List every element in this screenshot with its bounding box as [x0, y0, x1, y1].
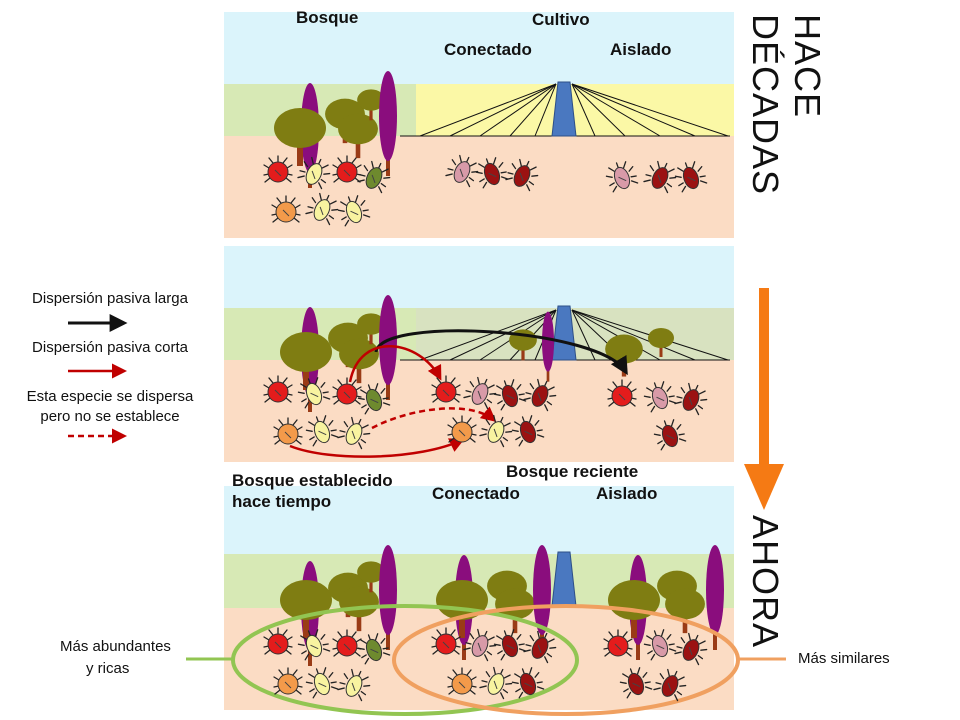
- legend-short-dispersal: Dispersión pasiva corta: [32, 339, 188, 356]
- mite-dark-red: [673, 378, 712, 416]
- mite-yellow: [302, 411, 340, 447]
- mite-dark-red: [508, 411, 546, 447]
- mite-dark-red: [490, 625, 528, 661]
- mite-dark-red: [642, 156, 681, 194]
- panel-present: [224, 486, 734, 710]
- mite-dark-red: [671, 157, 709, 193]
- mite-olive: [354, 379, 392, 415]
- mite-yellow: [302, 663, 340, 699]
- mite-dark-red: [490, 375, 528, 411]
- road: [551, 81, 577, 137]
- mite-red: [263, 627, 293, 655]
- crop-label: Cultivo: [532, 10, 590, 29]
- present-label: AHORA: [745, 515, 786, 649]
- mite-red: [431, 375, 461, 403]
- mite-red: [263, 155, 293, 183]
- mite-dark-red: [522, 626, 561, 664]
- mite-pink: [462, 624, 501, 662]
- forest-label: Bosque: [296, 8, 359, 27]
- mite-red: [607, 379, 637, 407]
- mite-red: [263, 375, 293, 403]
- mite-dark-red: [522, 374, 561, 412]
- more-abundant-line1: Más abundantes: [60, 638, 171, 655]
- mite-red: [603, 629, 633, 657]
- long-dispersal-arrow: [374, 329, 628, 376]
- mite-dark-red: [652, 664, 691, 702]
- mite-orange: [271, 195, 301, 223]
- mite-pink: [602, 157, 640, 193]
- mite-pink: [462, 372, 501, 410]
- panel-past: [224, 12, 734, 238]
- connected-label: Conectado: [444, 40, 532, 59]
- failed-dispersal-arrow: [371, 406, 497, 430]
- mite-dark-red: [650, 415, 688, 451]
- mite-dark-red: [504, 154, 543, 192]
- mite-yellow: [334, 191, 372, 227]
- legend-arrows: [68, 314, 128, 444]
- mite-yellow: [478, 662, 517, 700]
- mite-dark-red: [673, 628, 712, 666]
- mite-olive: [354, 629, 392, 665]
- legend-no-establish-line1: Esta especie se dispersa: [26, 388, 194, 405]
- isolated-label-bottom: Aislado: [596, 484, 658, 503]
- mites-layer: [263, 150, 712, 702]
- connected-label-bottom: Conectado: [432, 484, 520, 503]
- mite-yellow: [336, 664, 375, 702]
- mite-yellow: [304, 188, 343, 226]
- mite-dark-red: [472, 153, 510, 189]
- past-label: HACE DÉCADAS: [745, 14, 828, 196]
- mite-red: [332, 629, 362, 657]
- mite-yellow: [294, 373, 332, 409]
- mite-pink: [640, 625, 678, 661]
- mite-pink: [640, 377, 678, 413]
- more-similar-label: Más similares: [798, 650, 890, 667]
- isolated-label: Aislado: [610, 40, 672, 59]
- mite-red: [332, 155, 362, 183]
- legend-long-dispersal: Dispersión pasiva larga: [32, 290, 188, 307]
- mite-yellow: [478, 410, 517, 448]
- mite-red: [332, 377, 362, 405]
- mite-dark-red: [616, 663, 654, 699]
- mite-yellow: [294, 625, 332, 661]
- mite-red: [431, 627, 461, 655]
- legend-no-establish-line2: pero no se establece: [40, 408, 180, 425]
- mite-orange: [447, 667, 477, 695]
- short-dispersal-arrow-2: [289, 438, 465, 458]
- mite-orange: [273, 667, 303, 695]
- mite-dark-red: [508, 663, 546, 699]
- more-abundant-line2: y ricas: [86, 660, 130, 677]
- recent-forest-label: Bosque reciente: [506, 462, 639, 481]
- mite-pink: [444, 150, 483, 188]
- mite-orange: [273, 417, 303, 445]
- old-forest-label: Bosque establecido hace tiempo: [232, 471, 393, 511]
- short-dispersal-arrow-1: [348, 345, 442, 383]
- mite-orange: [447, 415, 477, 443]
- panel-middle: [224, 246, 734, 462]
- dispersal-arrows: [289, 329, 628, 458]
- mite-olive: [356, 156, 395, 194]
- mite-yellow: [336, 412, 375, 450]
- timeline-arrow: [744, 288, 784, 510]
- mite-yellow: [296, 152, 335, 190]
